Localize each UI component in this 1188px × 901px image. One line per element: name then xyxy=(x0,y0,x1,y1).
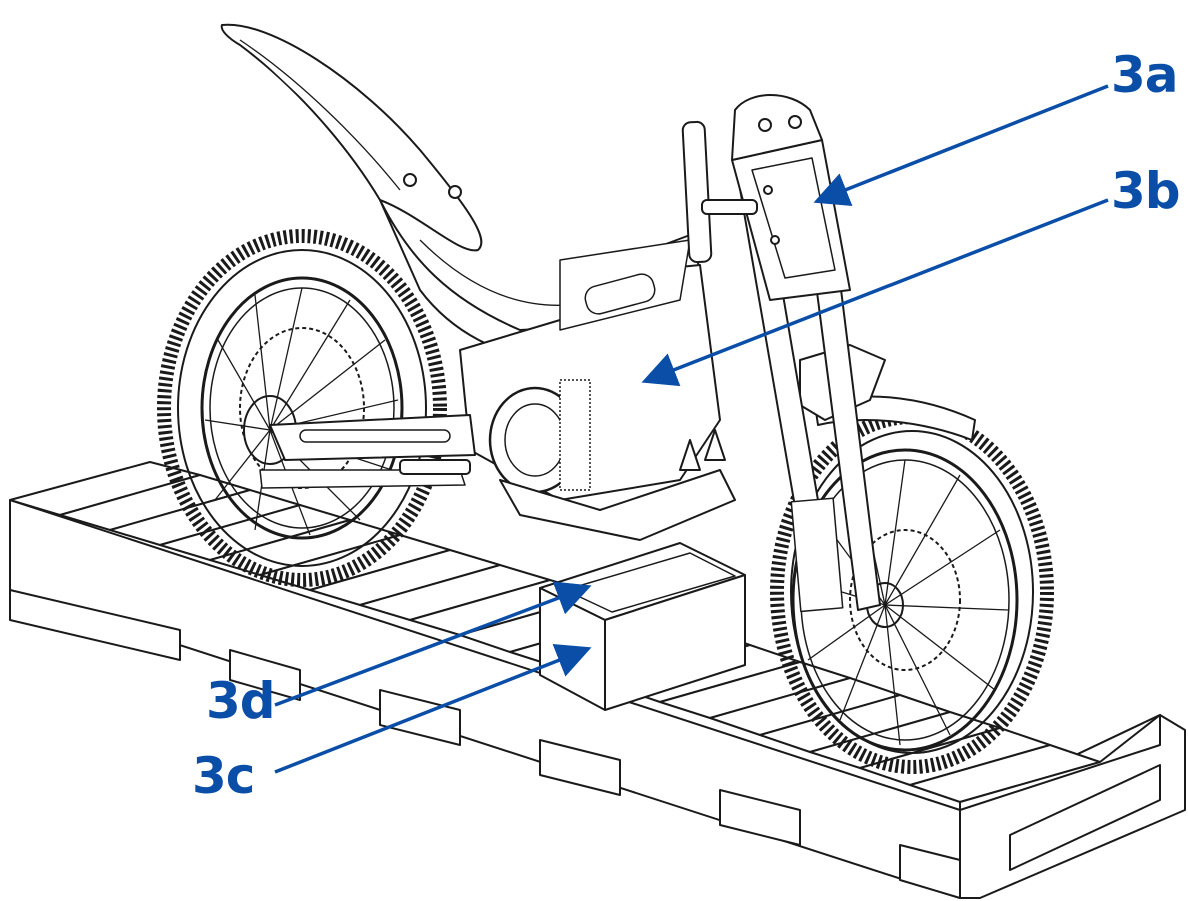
front-fork-assembly xyxy=(681,94,976,613)
leader-3c xyxy=(274,643,592,774)
rear-wheel xyxy=(157,229,447,587)
callout-label-3d: 3d xyxy=(206,672,276,730)
leader-3d xyxy=(274,581,592,707)
callout-leaders xyxy=(274,84,1109,774)
leader-3a xyxy=(813,84,1109,206)
leader-3b xyxy=(641,198,1109,387)
callout-label-3b: 3b xyxy=(1111,162,1181,220)
motorcycle-frame xyxy=(220,23,736,541)
callout-label-3c: 3c xyxy=(192,747,255,805)
callout-label-3a: 3a xyxy=(1111,46,1179,104)
